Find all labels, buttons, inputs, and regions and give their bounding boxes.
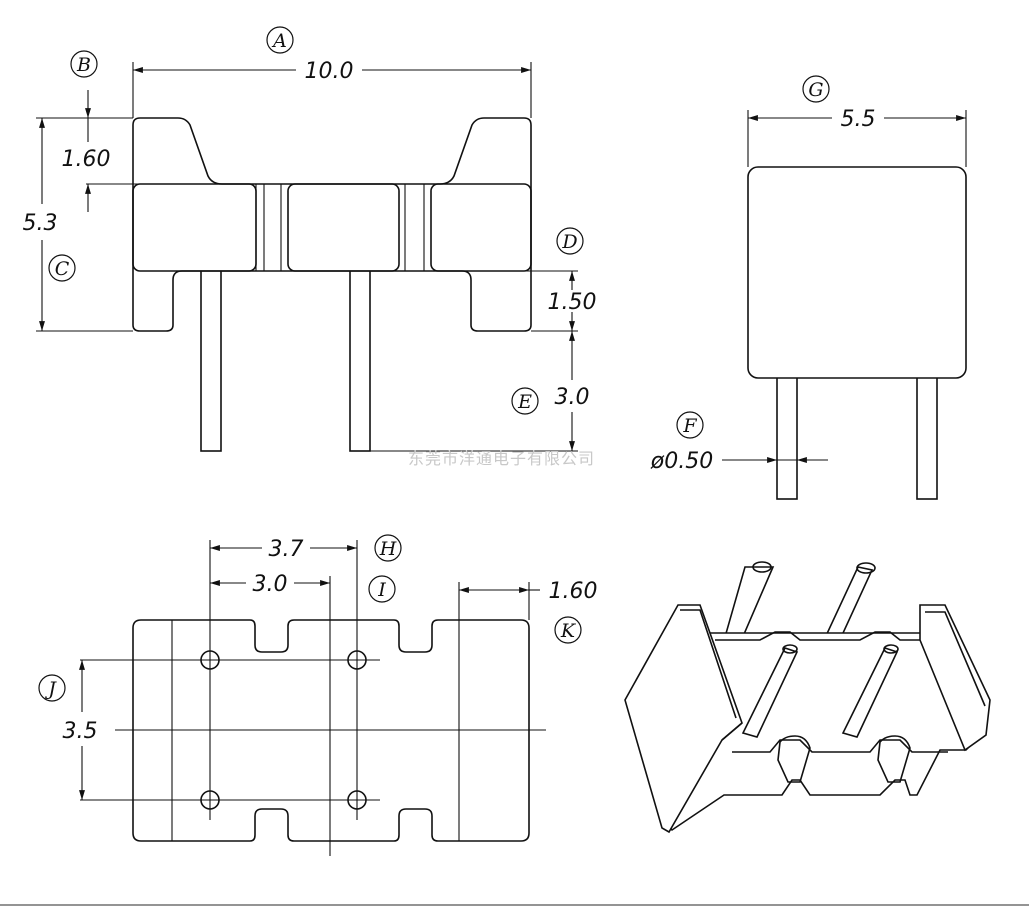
label-k: K — [560, 620, 577, 642]
dim-c: 5.3 C — [23, 118, 133, 332]
side-view — [747, 166, 967, 500]
dim-h: 3.7 H — [209, 534, 402, 820]
iso-right-block — [919, 604, 991, 752]
front-body-outline — [132, 117, 532, 332]
dim-d-value: 1.50 — [548, 290, 597, 315]
dim-j: 3.5 J — [38, 660, 98, 800]
label-c: C — [55, 258, 70, 280]
front-pin-left — [200, 269, 222, 452]
front-view — [132, 117, 532, 452]
label-e: E — [517, 391, 532, 413]
dim-k-value: 1.60 — [549, 579, 598, 604]
dim-g: 5.5 G — [747, 75, 967, 167]
isometric-view — [624, 561, 991, 834]
dim-i-value: 3.0 — [253, 572, 288, 597]
dim-b: 1.60 B — [36, 50, 222, 212]
front-section-2 — [287, 183, 400, 272]
label-d: D — [561, 231, 577, 253]
label-g: G — [808, 79, 823, 101]
dim-a-value: 10.0 — [305, 59, 354, 84]
dim-e-value: 3.0 — [555, 385, 590, 410]
dim-h-value: 3.7 — [269, 537, 304, 562]
label-j: J — [44, 678, 57, 700]
side-body — [747, 166, 967, 379]
dim-f-value: ø0.50 — [650, 449, 713, 474]
watermark: 东莞市洋通电子有限公司 — [408, 449, 595, 468]
label-a: A — [271, 30, 287, 52]
iso-pin-4 — [841, 647, 899, 738]
dim-k: 1.60 K — [458, 579, 598, 644]
dim-f: ø0.50 F — [650, 411, 828, 474]
dim-b-value: 1.60 — [62, 147, 111, 172]
dim-d: 1.50 D — [471, 227, 597, 332]
dim-g-value: 5.5 — [841, 107, 876, 132]
front-pin-right — [349, 269, 371, 452]
dim-j-value: 3.5 — [63, 719, 98, 744]
dim-a: 10.0 A — [132, 26, 532, 118]
dim-e: 3.0 E — [370, 331, 590, 452]
dim-i: 3.0 I — [210, 572, 396, 856]
side-pin-left — [776, 376, 798, 500]
label-b: B — [76, 54, 91, 76]
label-h: H — [379, 538, 397, 560]
dim-c-value: 5.3 — [23, 211, 58, 236]
bottom-view — [80, 619, 546, 842]
label-f: F — [682, 415, 697, 437]
side-pin-right — [916, 376, 938, 500]
iso-pin-3 — [741, 647, 799, 738]
label-i: I — [377, 579, 386, 601]
